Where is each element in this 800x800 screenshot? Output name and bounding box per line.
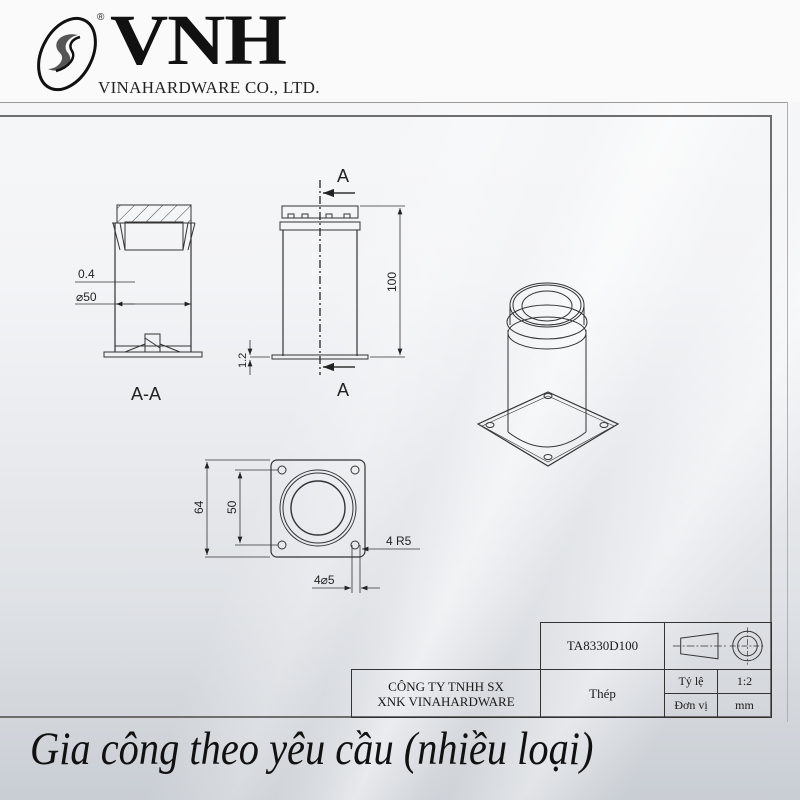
dim-hole-spacing: 50 [225,500,239,514]
section-marker-bottom: A [337,380,349,400]
vnh-logo-icon [37,16,97,92]
dim-hole-diameter: 4⌀5 [314,573,335,587]
unit-label: Đơn vị [664,693,718,718]
material: Thép [540,669,665,718]
registered-mark: ® [97,12,105,23]
outer-border-right [787,102,788,722]
title-block: TA8330D100 CÔNG TY TNHH SX XNK VINAHARDW… [351,622,772,718]
company-line-2: XNK VINAHARDWARE [377,693,515,709]
dim-wall-thickness: 0.4 [78,267,95,281]
company-line-1: CÔNG TY TNHH SX [388,678,504,694]
front-view [247,180,405,375]
outer-border-top [0,102,788,103]
dim-corner-radius: 4 R5 [386,534,412,548]
company-name: CÔNG TY TNHH SX XNK VINAHARDWARE [351,669,541,718]
section-marker-top: A [337,166,349,186]
isometric-view [476,282,620,467]
dim-plate-thickness: 1.2 [237,353,249,368]
dim-height: 100 [385,272,399,292]
top-view [204,459,420,593]
company-subtitle: VINAHARDWARE CO., LTD. [98,78,320,97]
part-code: TA8330D100 [540,622,665,670]
caption: Gia công theo yêu cầu (nhiều loại) [30,723,594,775]
header: ® VNH VINAHARDWARE CO., LTD. [0,0,800,102]
scale-label: Tỷ lệ [664,669,718,694]
scale-value: 1:2 [717,669,772,694]
brand-name: VNH [110,0,287,80]
dim-diameter: ⌀50 [76,290,97,304]
dim-plate-size: 64 [192,500,206,514]
section-view-a-a [75,204,203,358]
projection-symbol [664,622,772,670]
unit-value: mm [717,693,772,718]
section-label: A-A [131,384,161,404]
first-angle-projection-icon [672,627,766,665]
